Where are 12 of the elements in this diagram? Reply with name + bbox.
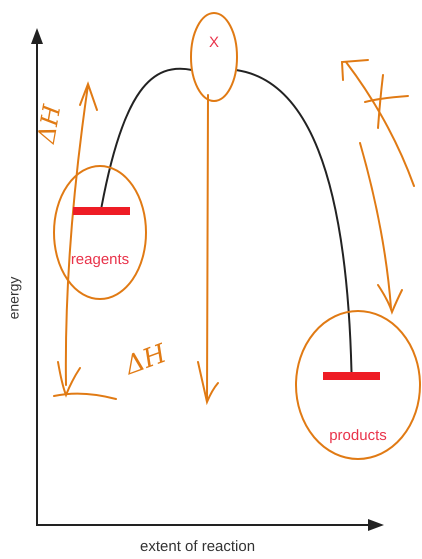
node-label: products — [328, 427, 388, 444]
energy-curve — [100, 68, 192, 208]
handwritten-note: ΔH — [32, 102, 66, 146]
circled-label — [53, 165, 147, 300]
node-label: reagents — [70, 251, 130, 268]
handwritten-note: ΔH — [121, 338, 170, 382]
circled-label — [190, 12, 238, 102]
axis-label: extent of reaction — [140, 538, 256, 555]
circled-label — [295, 310, 421, 460]
node-label: X — [208, 34, 220, 51]
energy-curve — [236, 69, 352, 372]
axis-label: energy — [5, 276, 22, 320]
